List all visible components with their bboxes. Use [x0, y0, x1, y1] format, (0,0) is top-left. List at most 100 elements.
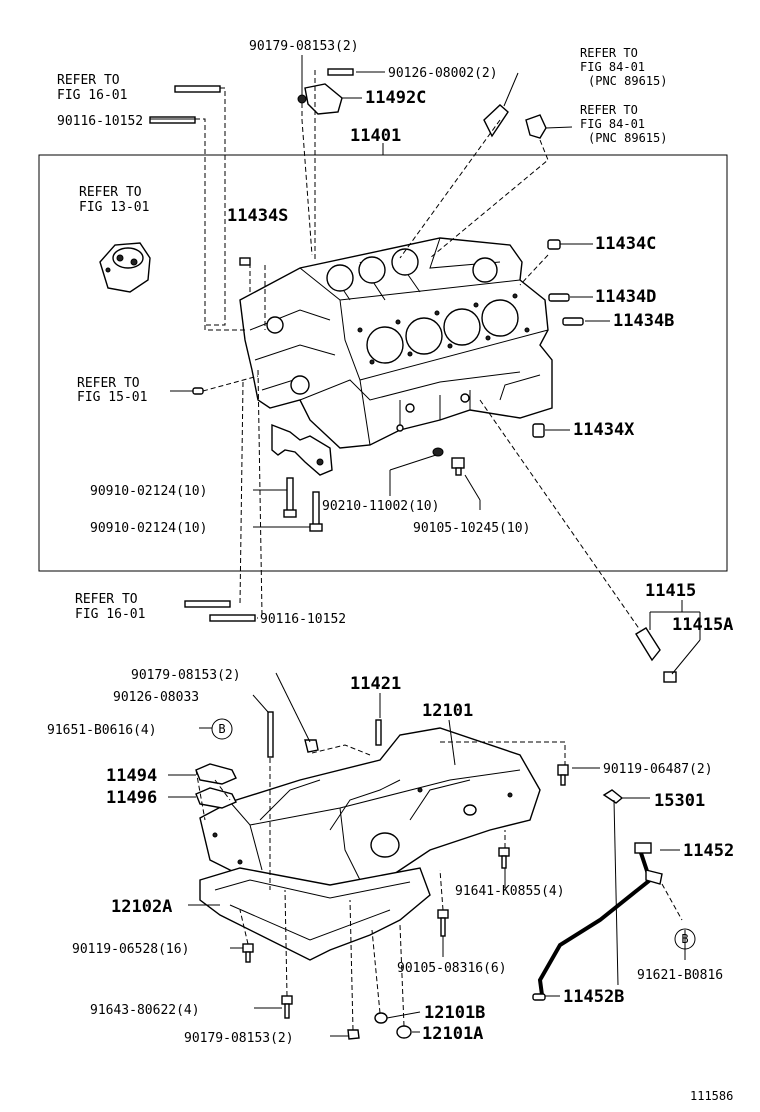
bolt-91643 — [281, 995, 293, 1019]
label-12101a: 12101A — [422, 1024, 483, 1044]
label-refer-84-01-a-2: FIG 84-01 — [580, 60, 645, 74]
label-refer-13-01-2: FIG 13-01 — [79, 200, 149, 215]
dashed-assembly-lines — [195, 70, 683, 1031]
nut-90179-top — [297, 94, 307, 104]
label-90105-a: 90105-10245(10) — [413, 521, 530, 536]
stud-90126-08033 — [267, 711, 274, 758]
callout-b-left: B — [211, 718, 233, 740]
label-refer-15-01-1: REFER TO — [77, 376, 140, 391]
bolt-90119-06487 — [557, 764, 569, 786]
oil-filter-bracket — [99, 242, 151, 293]
stud-90126-08002 — [327, 68, 354, 76]
label-12102a: 12102A — [111, 897, 172, 917]
label-11434d: 11434D — [595, 287, 656, 307]
label-11415: 11415 — [645, 581, 696, 601]
label-11434x: 11434X — [573, 420, 635, 440]
nut-90179-mid — [304, 739, 319, 753]
label-91651: 91651-B0616(4) — [47, 723, 157, 738]
label-11421: 11421 — [350, 674, 401, 694]
oring-11452b — [532, 993, 546, 1001]
stud-90116-bottom — [209, 614, 256, 622]
label-refer-84-01-b-2: FIG 84-01 — [580, 117, 645, 131]
label-91641: 91641-K0855(4) — [455, 884, 565, 899]
label-90119-b: 90119-06528(16) — [72, 942, 189, 957]
label-90210: 90210-11002(10) — [322, 499, 439, 514]
pin-11434d — [548, 293, 570, 302]
label-90179-bot: 90179-08153(2) — [184, 1031, 294, 1046]
stud-90116-top — [149, 116, 196, 124]
plug-11434c — [547, 239, 561, 250]
label-refer-15-01-2: FIG 15-01 — [77, 390, 147, 405]
label-11452b: 11452B — [563, 987, 624, 1007]
plug-11434x — [532, 423, 545, 438]
label-90116-top: 90116-10152 — [57, 114, 143, 129]
label-90119-a: 90119-06487(2) — [603, 762, 713, 777]
plug-11434s — [239, 257, 251, 266]
washer-90210 — [432, 447, 444, 457]
bolt-90910-b — [309, 491, 323, 532]
label-90126-mid: 90126-08033 — [113, 690, 199, 705]
label-90105-b: 90105-08316(6) — [397, 961, 507, 976]
label-90910-b: 90910-02124(10) — [90, 521, 207, 536]
plug-12101a — [396, 1025, 412, 1039]
leader-lines — [150, 55, 701, 1037]
label-refer-84-01-a-3: (PNC 89615) — [588, 74, 667, 88]
label-90910-a: 90910-02124(10) — [90, 484, 207, 499]
bolt-90105-10245 — [451, 457, 465, 476]
pin-refer-15-01 — [192, 387, 204, 395]
label-refer-13-01-1: REFER TO — [79, 185, 142, 200]
label-refer-84-01-b-1: REFER TO — [580, 103, 638, 117]
gasket-11496 — [195, 787, 237, 809]
label-11415a: 11415A — [672, 615, 733, 635]
knock-sensor-a — [483, 104, 509, 138]
label-11452: 11452 — [683, 841, 734, 861]
label-11492c: 11492C — [365, 88, 426, 108]
svg-text:B: B — [218, 722, 225, 736]
svg-text:B: B — [681, 932, 688, 946]
label-11494: 11494 — [106, 766, 157, 786]
label-90179-mid: 90179-08153(2) — [131, 668, 241, 683]
label-refer-16-01-top-1: REFER TO — [57, 73, 120, 88]
label-90116-bot: 90116-10152 — [260, 612, 346, 627]
oil-pan-lower-12102a — [199, 867, 431, 961]
label-refer-16-01-bot-2: FIG 16-01 — [75, 607, 145, 622]
dipstick-15301 — [602, 789, 624, 986]
stud-bottom-refer-16-01 — [184, 600, 231, 608]
knock-sensor-b — [525, 114, 547, 139]
label-refer-16-01-top-2: FIG 16-01 — [57, 88, 127, 103]
label-91643: 91643-80622(4) — [90, 1003, 200, 1018]
label-11434s: 11434S — [227, 206, 288, 226]
cylinder-block — [239, 237, 553, 449]
drain-cock-11415 — [635, 627, 677, 683]
label-refer-84-01-b-3: (PNC 89615) — [588, 131, 667, 145]
plate-11492c — [304, 83, 343, 115]
callout-b-right: B — [674, 928, 696, 950]
label-90126-top: 90126-08002(2) — [388, 66, 498, 81]
label-12101: 12101 — [422, 701, 473, 721]
label-11434c: 11434C — [595, 234, 656, 254]
dipstick-guide-11452 — [537, 842, 663, 996]
stud-top-refer-16-01 — [174, 85, 221, 93]
oil-pan-upper-12101 — [199, 727, 541, 906]
label-11496: 11496 — [106, 788, 157, 808]
bearing-cap — [271, 423, 333, 476]
nut-90179-bottom — [347, 1029, 360, 1040]
label-91621: 91621-B0816 — [637, 968, 723, 983]
plug-12101b — [374, 1012, 388, 1024]
label-refer-16-01-bot-1: REFER TO — [75, 592, 138, 607]
label-90179-top: 90179-08153(2) — [249, 39, 359, 54]
label-refer-84-01-a-1: REFER TO — [580, 46, 638, 60]
bolt-90910-a — [283, 477, 297, 518]
pin-11421 — [375, 719, 382, 746]
bolt-91641 — [498, 847, 510, 869]
figure-number: 111586 — [690, 1089, 733, 1103]
bolt-90119-06528 — [242, 943, 254, 963]
bolt-90105-08316 — [437, 909, 449, 937]
pin-11434b — [562, 317, 584, 326]
label-11401: 11401 — [350, 126, 401, 146]
gasket-11494 — [195, 763, 237, 785]
label-11434b: 11434B — [613, 311, 674, 331]
label-15301: 15301 — [654, 791, 705, 811]
label-12101b: 12101B — [424, 1003, 485, 1023]
